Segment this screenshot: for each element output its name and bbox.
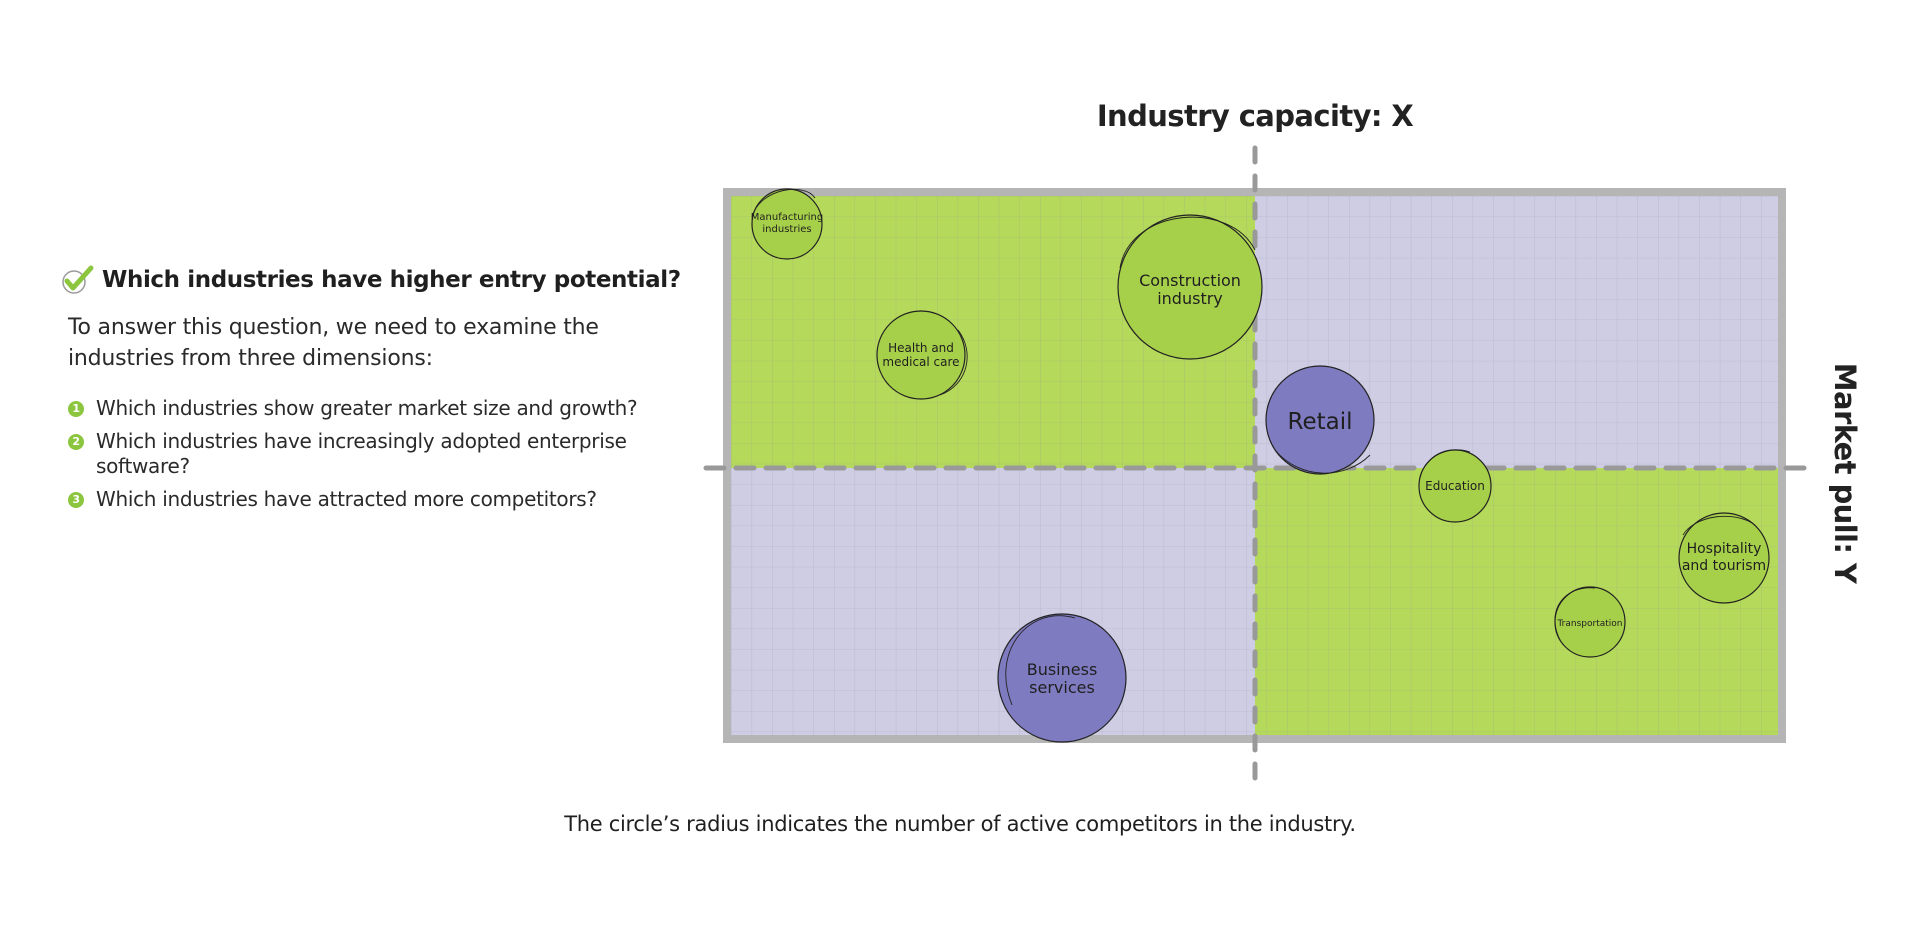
question-heading: Which industries have higher entry poten… bbox=[60, 262, 700, 298]
question-title: Which industries have higher entry poten… bbox=[102, 267, 681, 293]
bubble-education: Education bbox=[1418, 449, 1492, 523]
bubble-label: industries bbox=[762, 224, 811, 235]
bubble-label: and tourism bbox=[1682, 558, 1766, 574]
bubble-label: Business bbox=[1027, 660, 1098, 679]
bubble-label: Retail bbox=[1288, 409, 1353, 435]
number-badge: 1 bbox=[68, 401, 84, 417]
question-panel: Which industries have higher entry poten… bbox=[60, 262, 700, 520]
question-intro: To answer this question, we need to exam… bbox=[68, 315, 599, 371]
checkmark-icon bbox=[62, 265, 94, 294]
list-item-text: Which industries have attracted more com… bbox=[96, 487, 597, 511]
list-item: 1 Which industries show greater market s… bbox=[68, 396, 700, 421]
bubble-label: industry bbox=[1157, 289, 1223, 308]
list-item-text: Which industries show greater market siz… bbox=[96, 396, 638, 420]
bubble-label: Education bbox=[1425, 479, 1485, 493]
bubble-hospitality: Hospitality and tourism bbox=[1678, 512, 1770, 604]
x-axis-title: Industry capacity: X bbox=[1097, 99, 1414, 133]
bubble-business-services: Business services bbox=[997, 613, 1127, 743]
number-badge: 2 bbox=[68, 434, 84, 450]
number-badge: 3 bbox=[68, 492, 84, 508]
bubble-label: Hospitality bbox=[1687, 541, 1762, 557]
bubble-label: services bbox=[1029, 678, 1095, 697]
footnote: The circle’s radius indicates the number… bbox=[564, 812, 1356, 836]
y-axis-title: Market pull: Y bbox=[1828, 363, 1862, 585]
bubble-label: Construction bbox=[1139, 271, 1241, 290]
bubble-label: medical care bbox=[882, 355, 959, 369]
bubble-retail: Retail bbox=[1265, 365, 1375, 475]
bubble-health: Health and medical care bbox=[876, 310, 968, 400]
bubble-label: Health and bbox=[888, 341, 954, 355]
bubble-label: Transportation bbox=[1557, 619, 1623, 629]
bubble-construction: Construction industry bbox=[1117, 214, 1263, 360]
bubble-transportation: Transportation bbox=[1554, 586, 1626, 658]
list-item: 2 Which industries have increasingly ado… bbox=[68, 429, 700, 479]
dimension-list: 1 Which industries show greater market s… bbox=[68, 396, 700, 512]
list-item: 3 Which industries have attracted more c… bbox=[68, 487, 700, 512]
bubble-manufacturing: Manufacturing industries bbox=[751, 188, 823, 260]
bubble-label: Manufacturing bbox=[751, 212, 823, 223]
list-item-text: Which industries have increasingly adopt… bbox=[96, 429, 627, 478]
